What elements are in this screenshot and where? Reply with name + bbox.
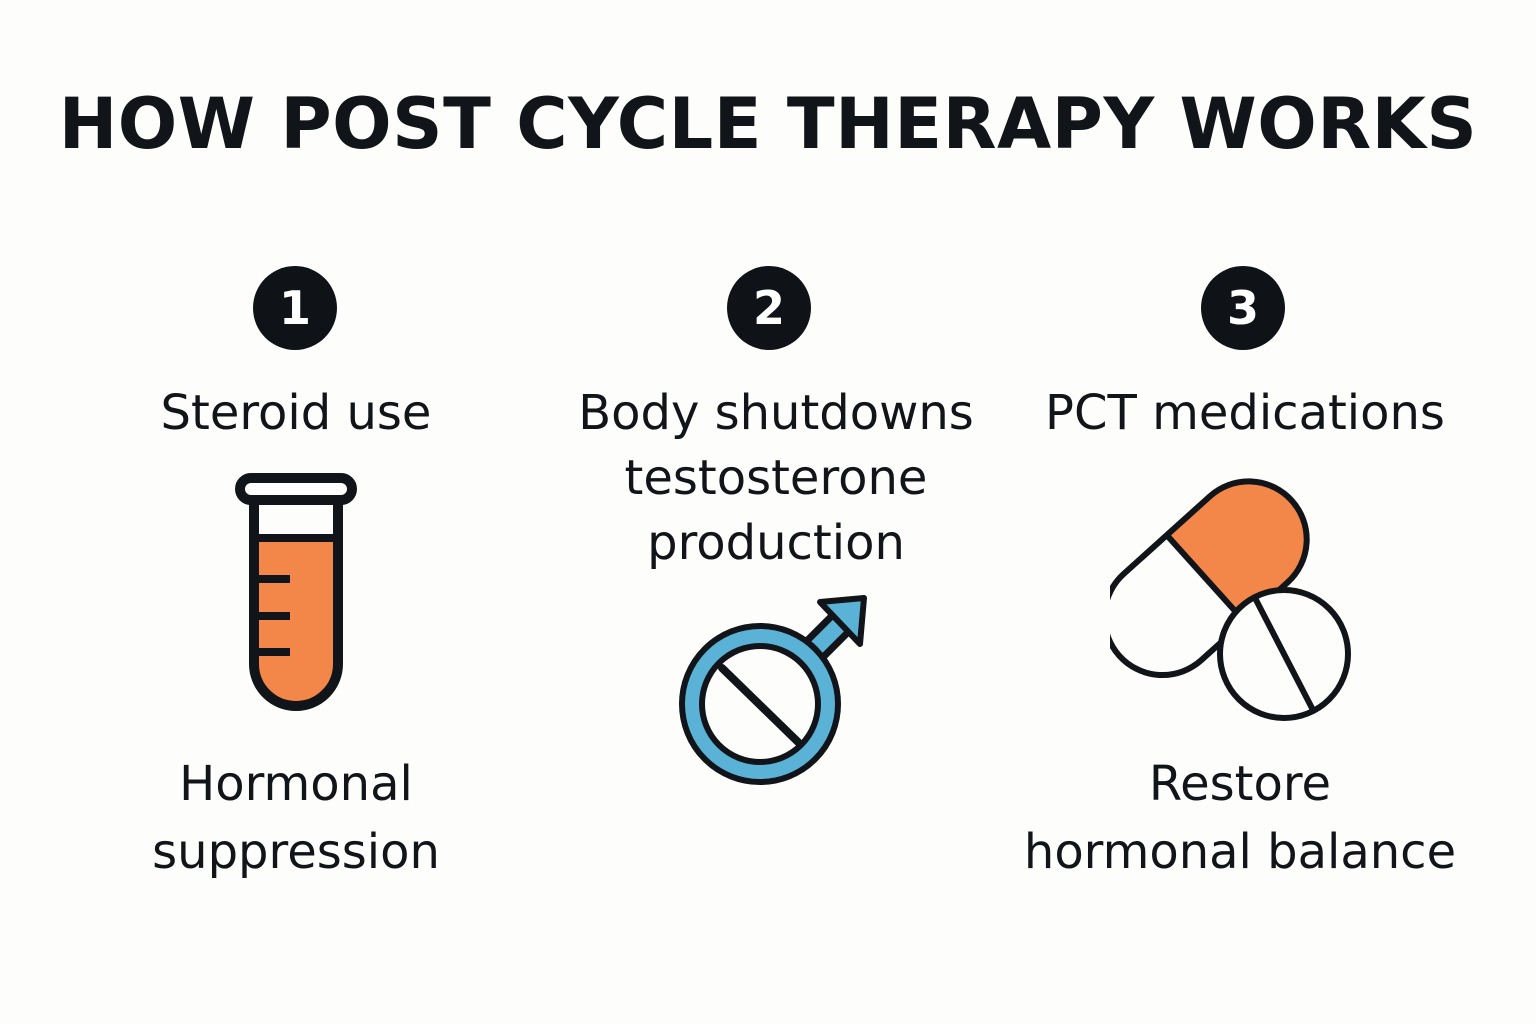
test-tube-icon bbox=[235, 473, 357, 711]
step-1-caption-line-1: Hormonal bbox=[179, 756, 413, 812]
test-tube-body bbox=[249, 498, 343, 711]
step-2-label-line-2: testosterone bbox=[624, 450, 928, 506]
step-2-label-line-1: Body shutdowns bbox=[578, 385, 974, 441]
capsule-white-half bbox=[1110, 535, 1245, 676]
blocked-male-symbol-icon bbox=[679, 595, 867, 785]
step-3-number-badge: 3 bbox=[1201, 266, 1285, 350]
capsule-seam bbox=[1164, 533, 1247, 624]
test-tube-liquid bbox=[254, 536, 338, 706]
step-1-caption-line-2: suppression bbox=[152, 824, 440, 880]
male-symbol-arrowhead bbox=[817, 595, 867, 647]
step-2-number-badge: 2 bbox=[727, 266, 811, 350]
capsule-orange-half bbox=[1166, 481, 1307, 622]
step-2-label-line-3: production bbox=[647, 515, 905, 571]
tablet-score-line bbox=[1251, 594, 1317, 714]
page-title: HOW POST CYCLE THERAPY WORKS bbox=[58, 83, 1478, 165]
step-3-caption-line-1: Restore bbox=[1148, 756, 1332, 812]
step-3-label: PCT medications bbox=[1045, 385, 1445, 441]
step-1-number-badge: 1 bbox=[253, 266, 337, 350]
pills-icon bbox=[1110, 478, 1351, 721]
step-1-label: Steroid use bbox=[160, 385, 432, 441]
test-tube-rim bbox=[235, 473, 357, 505]
prohibition-slash bbox=[718, 664, 802, 746]
step-3-caption-line-2: hormonal balance bbox=[1023, 824, 1457, 880]
